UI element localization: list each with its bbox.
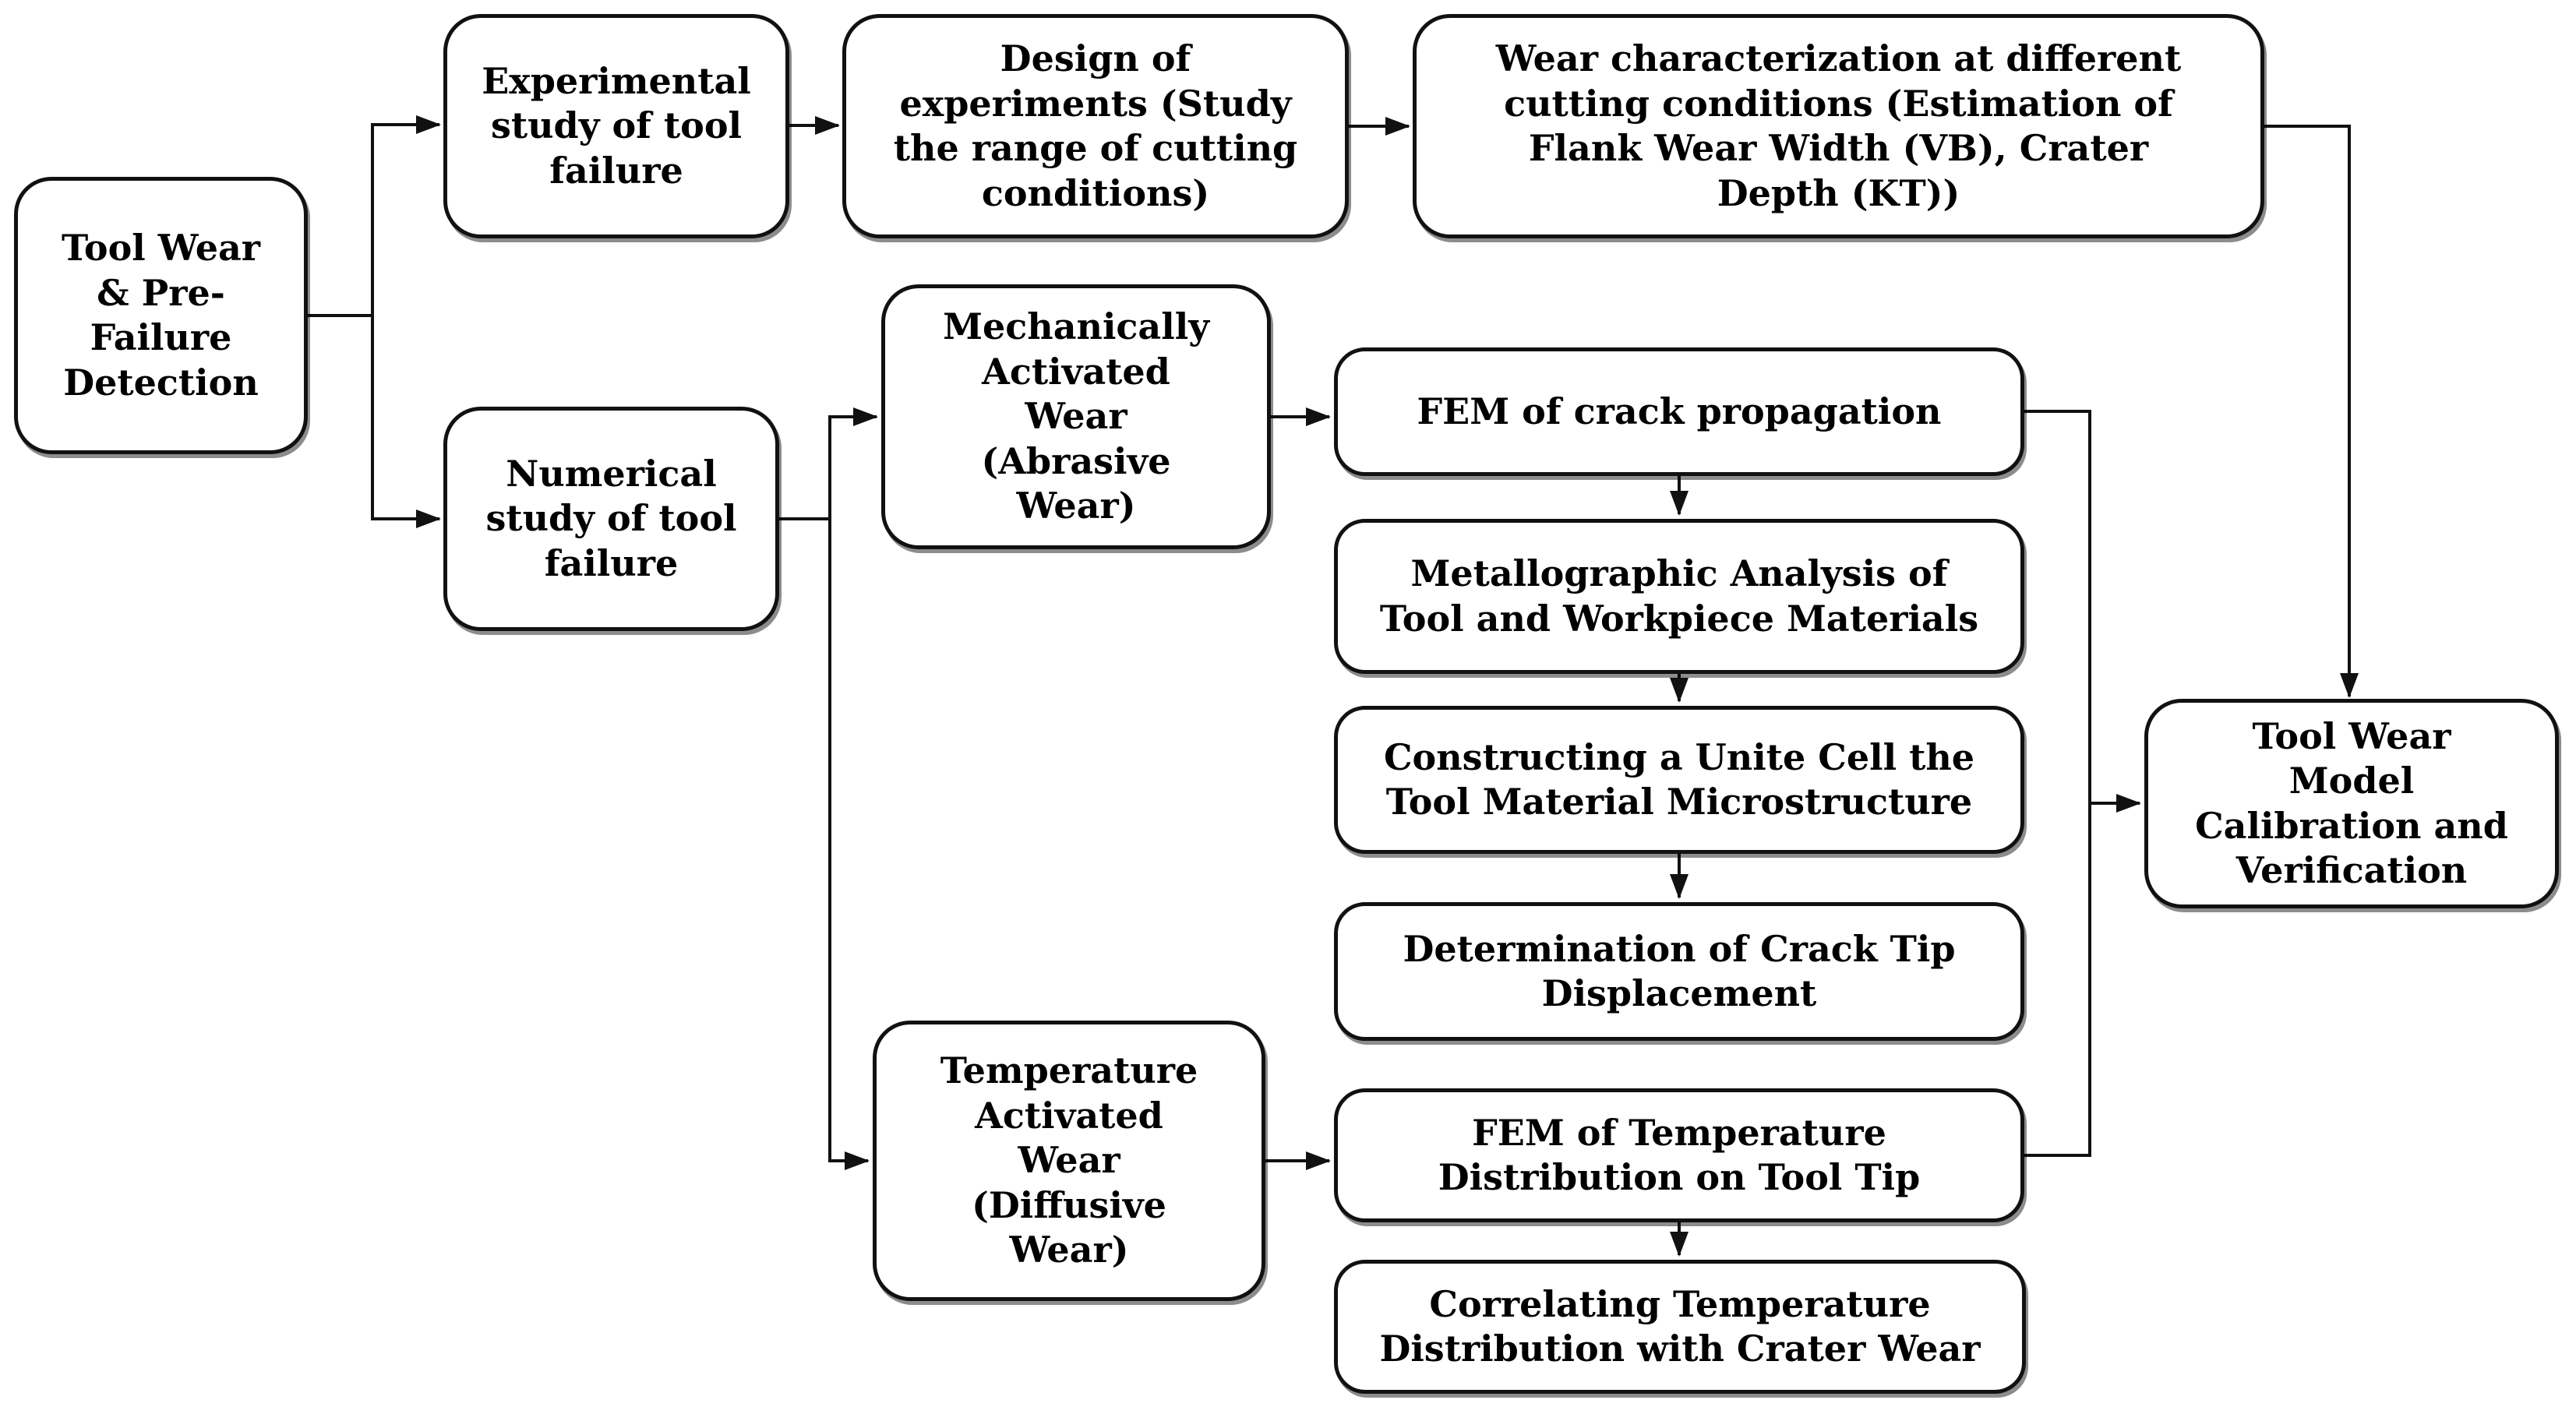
edge-fem-collector-rail	[2023, 410, 2091, 1157]
node-label: FEM of crack propagation	[1417, 390, 1942, 432]
node-design-of-experiments: Design of experiments (Study the range o…	[842, 14, 1349, 238]
node-correlating-temperature-crater-wear: Correlating Temperature Distribution wit…	[1334, 1260, 2026, 1394]
node-wear-characterization: Wear characterization at different cutti…	[1413, 14, 2264, 238]
node-label: Experimental study of tool failure	[482, 59, 751, 192]
edge-detection-branch-trunk	[306, 123, 374, 520]
node-label: Wear characterization at different cutti…	[1495, 37, 2182, 214]
node-label: Correlating Temperature Distribution wit…	[1379, 1282, 1981, 1370]
node-fem-temperature-distribution: FEM of Temperature Distribution on Tool …	[1334, 1088, 2024, 1222]
node-crack-tip-displacement: Determination of Crack Tip Displacement	[1334, 902, 2024, 1041]
node-label: Determination of Crack Tip Displacement	[1403, 927, 1956, 1015]
node-temperature-activated-wear: Temperature Activated Wear (Diffusive We…	[873, 1021, 1265, 1301]
node-fem-crack-propagation: FEM of crack propagation	[1334, 347, 2024, 476]
node-label: Design of experiments (Study the range o…	[893, 37, 1298, 214]
node-unit-cell-construction: Constructing a Unite Cell the Tool Mater…	[1334, 706, 2024, 854]
node-label: FEM of Temperature Distribution on Tool …	[1438, 1111, 1921, 1199]
node-label: Tool Wear Model Calibration and Verifica…	[2195, 714, 2508, 892]
node-mechanically-activated-wear: Mechanically Activated Wear (Abrasive We…	[881, 284, 1271, 549]
node-numerical-study: Numerical study of tool failure	[443, 407, 779, 631]
node-label: Constructing a Unite Cell the Tool Mater…	[1383, 735, 1975, 823]
node-label: Numerical study of tool failure	[485, 452, 737, 584]
node-label: Mechanically Activated Wear (Abrasive We…	[943, 305, 1209, 527]
node-tool-wear-pre-failure-detection: Tool Wear & Pre- Failure Detection	[14, 177, 308, 454]
node-tool-wear-model-calibration: Tool Wear Model Calibration and Verifica…	[2144, 699, 2559, 908]
node-label: Tool Wear & Pre- Failure Detection	[61, 227, 261, 404]
edge-wear-characterization-to-model	[2263, 125, 2359, 698]
node-label: Temperature Activated Wear (Diffusive We…	[940, 1049, 1198, 1271]
node-metallographic-analysis: Metallographic Analysis of Tool and Work…	[1334, 519, 2024, 674]
node-experimental-study: Experimental study of tool failure	[443, 14, 789, 238]
node-label: Metallographic Analysis of Tool and Work…	[1379, 552, 1979, 640]
edge-numerical-branch-trunk	[778, 415, 831, 1162]
